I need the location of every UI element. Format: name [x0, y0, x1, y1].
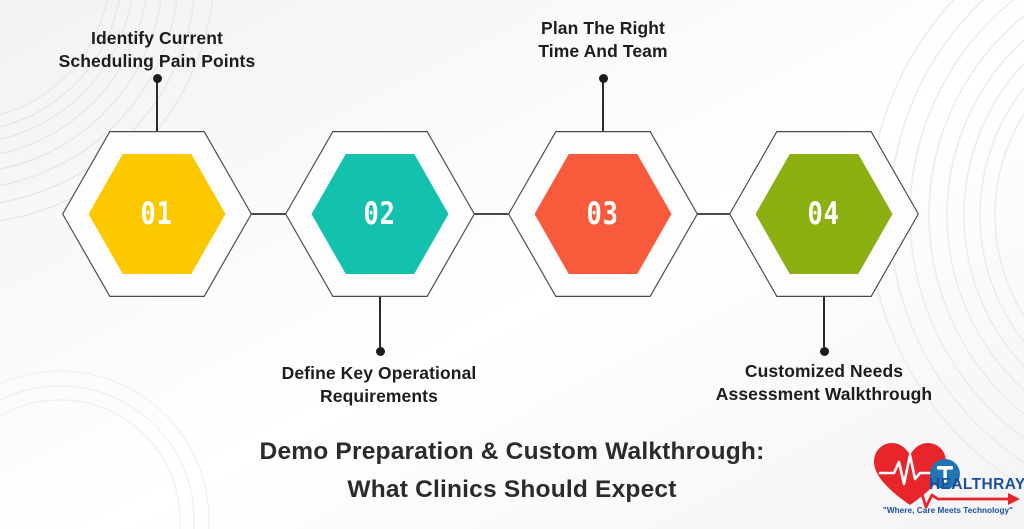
ecg-pulse-icon — [878, 453, 944, 486]
step-stem-3 — [602, 82, 604, 131]
hex-link-2-3 — [472, 213, 512, 215]
step-number-2: 02 — [363, 195, 397, 232]
step-dot-3 — [598, 74, 608, 83]
step-dot-2 — [375, 347, 385, 356]
logo-tagline-text: "Where, Care Meets Technology" — [882, 506, 1014, 515]
step-stem-4 — [823, 297, 825, 347]
step-label-2: Define Key Operational Requirements — [281, 363, 477, 407]
logo-graphic — [874, 443, 1020, 509]
step-dot-4 — [819, 347, 829, 356]
step-stem-2 — [379, 297, 381, 347]
page-title: Demo Preparation & Custom Walkthrough: W… — [259, 438, 765, 503]
step-number-1: 01 — [140, 195, 174, 232]
ecg-arrow-icon — [904, 489, 1012, 509]
arrow-head-icon — [1008, 493, 1020, 505]
logo-brand-text: HEALTHRAY — [929, 476, 1024, 493]
step-number-3: 03 — [586, 195, 620, 232]
healthray-logo[interactable]: HEALTHRAY "Where, Care Meets Technology" — [872, 437, 1024, 521]
step-hexagon-fill-2[interactable]: 02 — [311, 154, 449, 274]
caduceus-icon — [937, 466, 953, 483]
step-label-4: Customized Needs Assessment Walkthrough — [715, 361, 933, 405]
step-number-4: 04 — [807, 195, 841, 232]
step-dot-1 — [152, 74, 162, 83]
hex-link-1-2 — [249, 213, 289, 215]
heart-icon — [874, 443, 946, 505]
step-stem-1 — [156, 82, 158, 131]
step-label-3: Plan The Right Time And Team — [538, 18, 668, 62]
hex-link-3-4 — [695, 213, 733, 215]
step-label-1: Identify Current Scheduling Pain Points — [58, 28, 256, 72]
